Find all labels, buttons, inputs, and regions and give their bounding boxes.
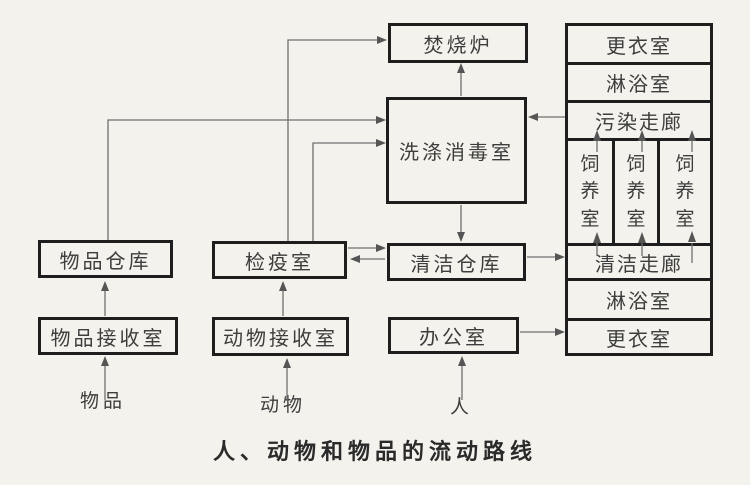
box-washing-disinfection-room: 洗涤消毒室: [386, 97, 527, 204]
arrow-quarantine-to-washing: [312, 139, 386, 241]
arrow-quarantine-to-incinerator: [287, 36, 387, 241]
arrow-clean-warehouse-to-quarantine: [350, 255, 385, 263]
rearing-room-2-label: 饲养室: [626, 152, 646, 230]
rearing-room-3-label: 饲养室: [675, 152, 695, 230]
box-rearing-room-3: 饲养室: [657, 138, 713, 246]
box-goods-receiving-room: 物品接收室: [38, 317, 178, 355]
arrow-clean-warehouse-to-clean-corridor: [527, 253, 565, 261]
diagram-caption: 人、动物和物品的流动路线: [212, 440, 537, 465]
box-clean-corridor: 清洁走廊: [565, 243, 713, 281]
box-rearing-room-1: 饲养室: [565, 138, 615, 246]
right-building-column: 更衣室 淋浴室 污染走廊 饲养室 饲养室 饲养室 清洁走廊 淋浴室 更衣室: [565, 23, 713, 356]
arrow-contaminated-corridor-to-washing: [528, 113, 565, 121]
arrow-quarantine-to-clean-warehouse: [348, 244, 386, 252]
input-label-people: 人: [450, 396, 474, 418]
box-rearing-room-2: 饲养室: [612, 138, 660, 246]
box-quarantine-room: 检疫室: [212, 241, 347, 279]
box-incinerator: 焚烧炉: [388, 23, 528, 63]
box-changing-room-bottom: 更衣室: [565, 318, 713, 356]
arrow-washing-to-incinerator: [457, 63, 465, 96]
box-office: 办公室: [388, 317, 519, 354]
box-changing-room-top: 更衣室: [565, 23, 713, 65]
arrow-goods-receiving-to-goods-warehouse: [101, 281, 109, 316]
arrow-washing-to-clean-warehouse: [457, 205, 465, 242]
box-contaminated-corridor: 污染走廊: [565, 100, 713, 141]
arrow-office-to-changing-room: [520, 328, 565, 336]
box-clean-warehouse: 清洁仓库: [387, 243, 526, 281]
box-shower-room-top: 淋浴室: [565, 62, 713, 103]
box-shower-room-bottom: 淋浴室: [565, 278, 713, 321]
box-animal-receiving-room: 动物接收室: [212, 317, 349, 356]
input-label-goods: 物品: [80, 390, 127, 412]
box-goods-warehouse: 物品仓库: [38, 240, 173, 278]
arrow-animal-receiving-to-quarantine: [279, 281, 287, 316]
rearing-room-1-label: 饲养室: [580, 152, 600, 230]
arrow-goods-warehouse-to-washing: [107, 116, 386, 240]
input-label-animals: 动物: [260, 394, 307, 416]
rearing-rooms-row: 饲养室 饲养室 饲养室: [565, 138, 713, 246]
